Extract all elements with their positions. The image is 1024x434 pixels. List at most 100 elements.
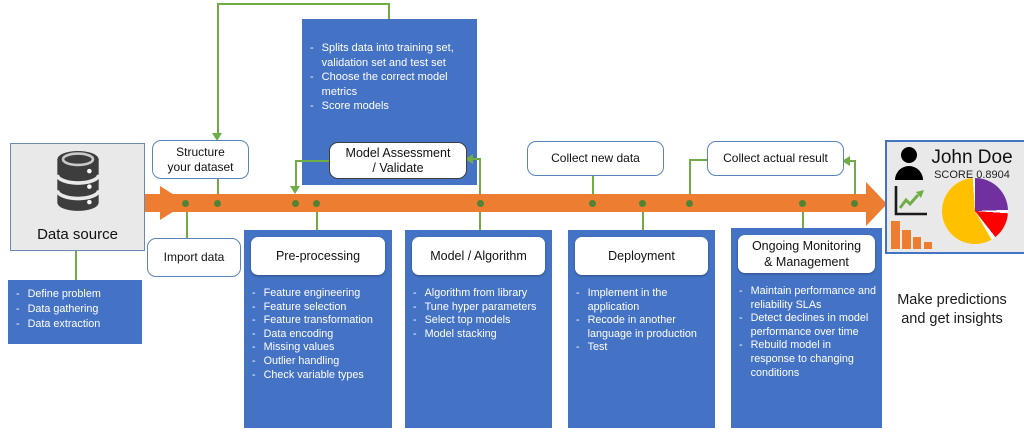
stage-label-text: Ongoing Monitoring xyxy=(751,239,862,253)
callout-collect-new-data: Collect new data xyxy=(527,141,664,176)
bullet-item: -Define problem xyxy=(16,288,101,300)
connector-bar-actual-left-h xyxy=(689,159,707,161)
bullet-item: -Score models xyxy=(310,100,389,112)
timeline-arrow-bar xyxy=(138,194,868,212)
stage-label: Pre-processing xyxy=(251,237,385,275)
person-name: John Doe xyxy=(931,147,1013,168)
callout-line: Structure xyxy=(176,144,225,159)
stage-bullets: -Feature engineering-Feature selection-F… xyxy=(244,287,392,382)
bullet-item: -Missing values xyxy=(252,341,335,354)
insights-line: and get insights xyxy=(901,311,1003,327)
stage-bullets: -Maintain performance and reliability SL… xyxy=(731,285,882,380)
connector-bar-actual-right-h xyxy=(850,160,856,162)
timeline-dot xyxy=(851,200,858,207)
timeline-dot xyxy=(686,200,693,207)
callout-line: / Validate xyxy=(372,160,424,175)
stage-deployment: Deployment -Implement in the application… xyxy=(568,230,715,428)
data-source-title: Data source xyxy=(37,226,118,243)
bullet-item: -Splits data into training set, validati… xyxy=(310,42,454,69)
timeline-dot xyxy=(639,200,646,207)
stage-bullets: -Algorithm from library-Tune hyper param… xyxy=(405,287,552,341)
result-card: John Doe SCORE 0.8904 xyxy=(885,140,1024,254)
arrowhead-to-bar-icon xyxy=(290,186,300,194)
connector-assess-out-h xyxy=(295,160,330,162)
arrowhead-to-structure-icon xyxy=(212,133,222,141)
timeline-arrowhead-icon xyxy=(866,182,887,226)
stage-label-text: Model / Algorithm xyxy=(430,249,527,263)
bullet-item: -Check variable types xyxy=(252,368,364,381)
insights-text: Make predictions and get insights xyxy=(880,291,1024,329)
timeline-dot xyxy=(292,200,299,207)
callout-line: Model Assessment xyxy=(345,145,451,160)
stage-ongoing-monitoring: Ongoing Monitoring & Management -Maintai… xyxy=(731,228,882,428)
callout-line: Collect new data xyxy=(551,151,640,165)
stage-label-text: & Management xyxy=(764,255,849,269)
bullet-item: -Data extraction xyxy=(16,318,101,330)
connector-bar-model xyxy=(479,203,481,232)
arrowhead-to-collect-actual-icon xyxy=(842,156,850,166)
connector-assess-out-v xyxy=(295,160,297,188)
timeline-dot xyxy=(589,200,596,207)
bullet-item: -Algorithm from library xyxy=(413,287,528,299)
bullet-item: -Implement in the application xyxy=(576,287,668,313)
callout-line: your dataset xyxy=(167,159,234,174)
connector-bar-assess-v xyxy=(479,158,481,203)
connector-bar-actual-left-v xyxy=(689,159,691,203)
data-source-box: Data source xyxy=(10,143,145,251)
stage-label: Deployment xyxy=(575,237,708,275)
connector-bar-assess-h xyxy=(472,158,481,160)
database-icon xyxy=(55,151,101,211)
timeline-dot xyxy=(477,200,484,207)
callout-line: Collect actual result xyxy=(723,151,828,165)
person-score: SCORE 0.8904 xyxy=(934,169,1010,181)
connector-loop-up xyxy=(388,3,390,19)
timeline-dot xyxy=(799,200,806,207)
callout-import-data: Import data xyxy=(147,238,241,277)
timeline-dot xyxy=(214,200,221,207)
stage-label: Ongoing Monitoring & Management xyxy=(738,235,875,273)
timeline-dot xyxy=(182,200,189,207)
connector-structure-bar xyxy=(217,177,219,201)
callout-line: Import data xyxy=(163,250,225,264)
bullet-item: -Feature transformation xyxy=(252,314,373,327)
bullet-item: -Select top models xyxy=(413,314,511,327)
connector-collectnew-bar xyxy=(592,174,594,203)
stage-label-text: Pre-processing xyxy=(275,249,361,263)
callout-model-assessment: Model Assessment / Validate xyxy=(329,142,467,179)
bullet-item: -Feature engineering xyxy=(252,287,361,299)
bullet-item: -Model stacking xyxy=(413,327,497,340)
assessment-bullets: -Splits data into training set, validati… xyxy=(302,41,477,114)
bullet-item: -Recode in another language in productio… xyxy=(576,314,697,340)
bar-chart-icon xyxy=(891,221,932,249)
callout-structure-dataset: Structure your dataset xyxy=(152,140,249,179)
callout-collect-actual-result: Collect actual result xyxy=(707,141,844,176)
bullet-item: -Rebuild model in response to changing c… xyxy=(739,339,854,379)
connector-bar-preprocessing xyxy=(316,203,318,232)
bullet-item: -Test xyxy=(576,341,608,354)
stage-label-text: Deployment xyxy=(608,249,675,263)
stage-bullets: -Implement in the application-Recode in … xyxy=(568,287,715,355)
bullet-item: -Detect declines in model performance ov… xyxy=(739,312,869,338)
stage-model-algorithm: Model / Algorithm -Algorithm from librar… xyxy=(405,230,552,428)
bullet-item: -Maintain performance and reliability SL… xyxy=(739,285,877,311)
data-source-bullets: -Define problem -Data gathering -Data extr… xyxy=(8,287,142,332)
bullet-item: -Feature selection xyxy=(252,300,347,313)
bullet-item: -Data encoding xyxy=(252,327,334,340)
insights-line: Make predictions xyxy=(897,292,1007,308)
pie-chart-icon xyxy=(942,178,1008,244)
stage-preprocessing: Pre-processing -Feature engineering-Feat… xyxy=(244,230,392,428)
stage-label: Model / Algorithm xyxy=(412,237,545,275)
connector-loop-down xyxy=(217,3,219,134)
connector-bar-import xyxy=(186,203,188,240)
connector-loop-across xyxy=(218,3,390,5)
connector-datasource-notes xyxy=(75,249,77,280)
bullet-item: -Outlier handling xyxy=(252,354,340,367)
timeline-dot xyxy=(313,200,320,207)
connector-bar-monitoring xyxy=(802,203,804,230)
connector-bar-actual-right-v xyxy=(854,160,856,203)
bullet-item: -Choose the correct model metrics xyxy=(310,71,448,98)
bullet-item: -Data gathering xyxy=(16,303,99,315)
arrowhead-to-assessment-icon xyxy=(465,154,473,164)
data-source-notes-box: -Define problem -Data gathering -Data extr… xyxy=(8,280,142,344)
